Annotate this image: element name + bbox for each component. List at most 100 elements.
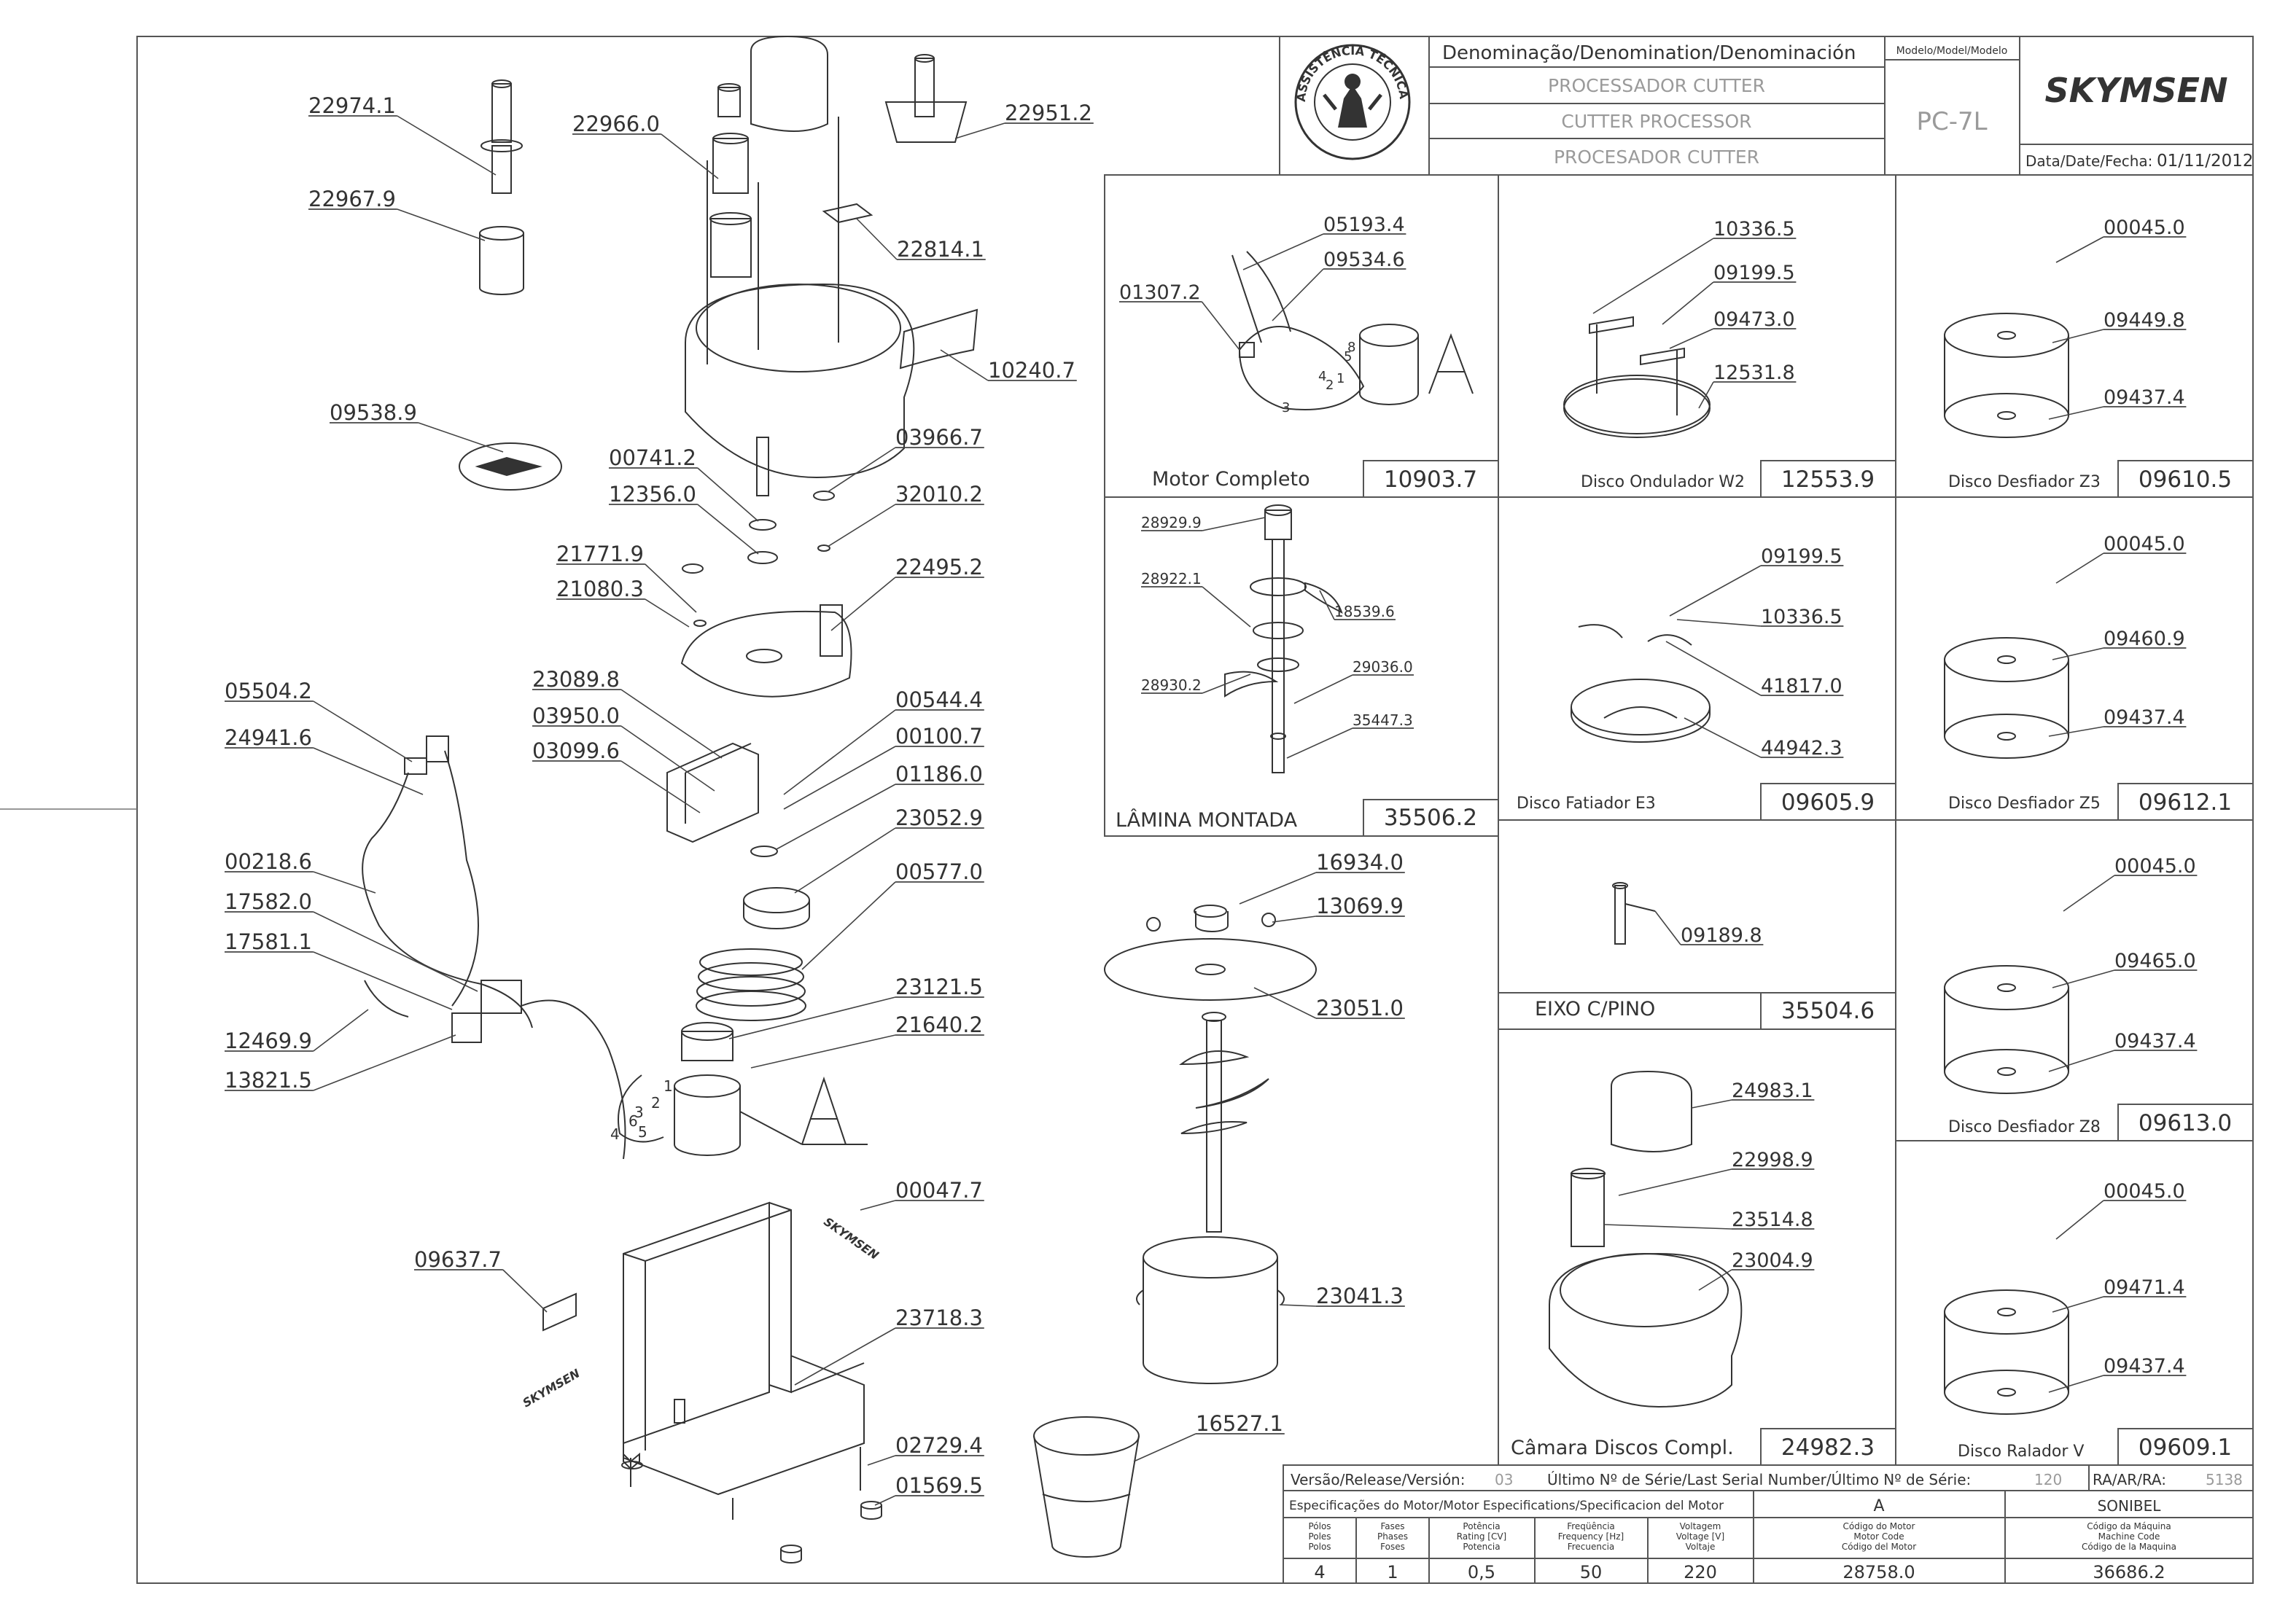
motor-wire-number: 8 bbox=[1347, 340, 1355, 355]
support-plate bbox=[680, 604, 852, 698]
leader-line bbox=[1691, 1099, 1732, 1109]
part-code-label: 23041.3 bbox=[1316, 1284, 1404, 1308]
part-code-label: 09449.8 bbox=[2104, 309, 2185, 332]
part-code-label: 41817.0 bbox=[1761, 675, 1842, 698]
rubber-feet bbox=[621, 1452, 882, 1564]
part-code-label: 03966.7 bbox=[895, 425, 983, 450]
part-code-label: 09538.9 bbox=[330, 400, 417, 425]
part-code-label: 00544.4 bbox=[895, 687, 983, 712]
leader-line bbox=[620, 725, 715, 792]
spec-header: Voltagem bbox=[1680, 1521, 1721, 1531]
leader-line bbox=[2052, 1296, 2104, 1313]
leader-line bbox=[1665, 641, 1762, 696]
name-es: PROCESADOR CUTTER bbox=[1554, 147, 1759, 168]
leader-line bbox=[1279, 1304, 1317, 1307]
part-code-label: 22967.9 bbox=[308, 187, 396, 211]
leader-line bbox=[1202, 586, 1251, 628]
camara-caption: Câmara Discos Compl. bbox=[1511, 1437, 1734, 1459]
wire-number: 4 bbox=[610, 1125, 620, 1143]
part-code-label: 09437.4 bbox=[2114, 1030, 2196, 1053]
leader-line bbox=[1286, 727, 1353, 759]
leader-line bbox=[728, 996, 896, 1039]
spec-value: 0,5 bbox=[1468, 1562, 1495, 1582]
z3-code: 09610.5 bbox=[2139, 466, 2232, 493]
spec-header: Freqüência bbox=[1567, 1521, 1615, 1531]
base-housing bbox=[623, 1201, 865, 1520]
label-card bbox=[542, 1292, 577, 1332]
leader-line bbox=[620, 760, 701, 813]
part-code-label: 10336.5 bbox=[1713, 218, 1795, 241]
leader-line bbox=[2055, 236, 2104, 263]
spec-value: 36686.2 bbox=[2093, 1562, 2165, 1582]
leader-line bbox=[1592, 238, 1714, 314]
part-code-label: 09473.0 bbox=[1713, 308, 1795, 331]
leader-line bbox=[1698, 381, 1714, 409]
part-code-label: 12356.0 bbox=[609, 482, 696, 507]
seal-text: ASSISTÊNCIA TÉCNICA AUTORIZADA bbox=[0, 0, 1411, 104]
leader-line bbox=[776, 784, 896, 850]
leader-line bbox=[661, 133, 719, 179]
motor-spec-columns: PólosPolesPolos4FasesPhasesFoses1Potênci… bbox=[1308, 1521, 2176, 1582]
part-code-label: 23121.5 bbox=[895, 975, 983, 999]
spec-header: Rating [CV] bbox=[1457, 1531, 1506, 1542]
model-heading: Modelo/Model/Modelo bbox=[1896, 45, 2008, 57]
part-code-label: 32010.2 bbox=[895, 482, 983, 507]
spec-header: Voltaje bbox=[1686, 1542, 1716, 1552]
leader-line bbox=[1319, 590, 1335, 620]
drive-belt bbox=[696, 948, 806, 1021]
feed-chute-body bbox=[685, 35, 915, 479]
leader-line bbox=[2055, 1200, 2104, 1240]
part-code-label: 01569.5 bbox=[895, 1473, 983, 1498]
leader-line bbox=[620, 689, 723, 759]
motor-letter: A bbox=[1873, 1497, 1884, 1515]
denomination-heading: Denominação/Denomination/Denominación bbox=[1442, 42, 1856, 64]
spec-header: Foses bbox=[1380, 1542, 1405, 1552]
z5-drawing bbox=[1944, 637, 2069, 759]
fatiador-code: 09605.9 bbox=[1781, 789, 1875, 816]
title-block bbox=[1279, 36, 2254, 176]
eixo-drawing bbox=[1612, 882, 1656, 945]
motor-code: 10903.7 bbox=[1384, 466, 1477, 493]
leader-line bbox=[801, 881, 896, 970]
part-code-label: 09534.6 bbox=[1323, 249, 1405, 271]
ondulador-code: 12553.9 bbox=[1781, 466, 1875, 493]
leader-line bbox=[313, 911, 478, 992]
part-code-label: 05504.2 bbox=[225, 679, 312, 703]
spec-value: 28758.0 bbox=[1842, 1562, 1915, 1582]
name-pt: PROCESSADOR CUTTER bbox=[1548, 75, 1765, 96]
leader-line bbox=[1654, 910, 1681, 945]
leader-line bbox=[2063, 875, 2115, 912]
leader-line bbox=[1669, 328, 1714, 349]
spec-value: 4 bbox=[1314, 1562, 1325, 1582]
z5-code: 09612.1 bbox=[2139, 789, 2232, 816]
z8-code: 09613.0 bbox=[2139, 1110, 2232, 1136]
part-code-label: 09199.5 bbox=[1761, 545, 1842, 568]
leader-line bbox=[2052, 329, 2104, 343]
ralador-code: 09609.1 bbox=[2139, 1434, 2232, 1461]
leader-line bbox=[783, 746, 896, 810]
leader-line bbox=[1698, 1269, 1732, 1291]
spec-header: Phases bbox=[1377, 1531, 1408, 1542]
eixo-code: 35504.6 bbox=[1781, 998, 1875, 1024]
spec-header: Potencia bbox=[1463, 1542, 1500, 1552]
leader-line bbox=[397, 115, 497, 176]
leader-line bbox=[2048, 1375, 2104, 1393]
eixo-caption: EIXO C/PINO bbox=[1535, 998, 1655, 1020]
part-code-label: 22814.1 bbox=[897, 237, 984, 262]
part-code-label: 12531.8 bbox=[1713, 362, 1795, 384]
lamina-caption: LÂMINA MONTADA bbox=[1116, 808, 1298, 832]
spec-value: 50 bbox=[1580, 1562, 1603, 1582]
part-code-label: 28929.9 bbox=[1141, 514, 1202, 531]
z8-caption: Disco Desfiador Z8 bbox=[1948, 1118, 2101, 1136]
spec-header: Machine Code bbox=[2098, 1531, 2160, 1542]
wire-number: 2 bbox=[651, 1094, 661, 1112]
leader-line bbox=[1684, 717, 1762, 758]
leader-line bbox=[1272, 916, 1317, 923]
leader-line bbox=[830, 577, 896, 631]
camara-drawing bbox=[1549, 1070, 1743, 1408]
leader-line bbox=[940, 349, 989, 381]
part-code-label: 09189.8 bbox=[1681, 924, 1762, 947]
spec-header: Código del Motor bbox=[1842, 1542, 1916, 1552]
wire-number: 3 bbox=[634, 1104, 644, 1121]
